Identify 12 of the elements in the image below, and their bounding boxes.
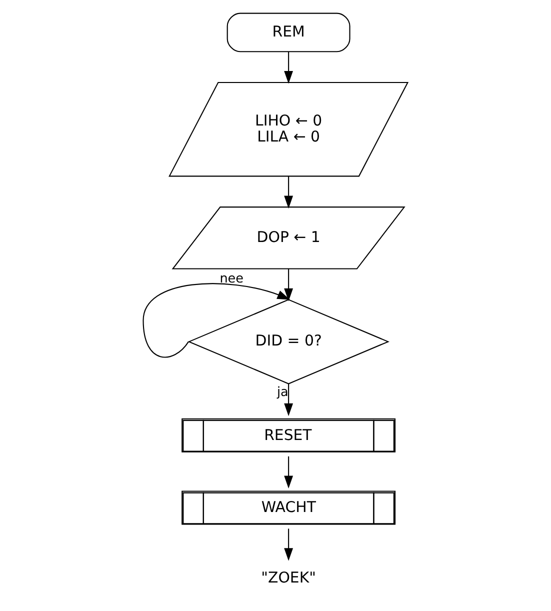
arrow bbox=[284, 176, 294, 209]
node-text: "ZOEK" bbox=[261, 568, 316, 586]
arrow bbox=[284, 384, 294, 416]
arrow bbox=[284, 456, 294, 489]
arrow bbox=[284, 52, 294, 84]
node-diamond: DID = 0? bbox=[188, 299, 390, 384]
arrow bbox=[284, 528, 294, 561]
edge-label: nee bbox=[220, 271, 244, 286]
node-box: REM bbox=[226, 12, 350, 52]
arrow bbox=[284, 268, 294, 302]
arrow bbox=[142, 283, 290, 358]
edge-label: ja bbox=[277, 384, 288, 400]
